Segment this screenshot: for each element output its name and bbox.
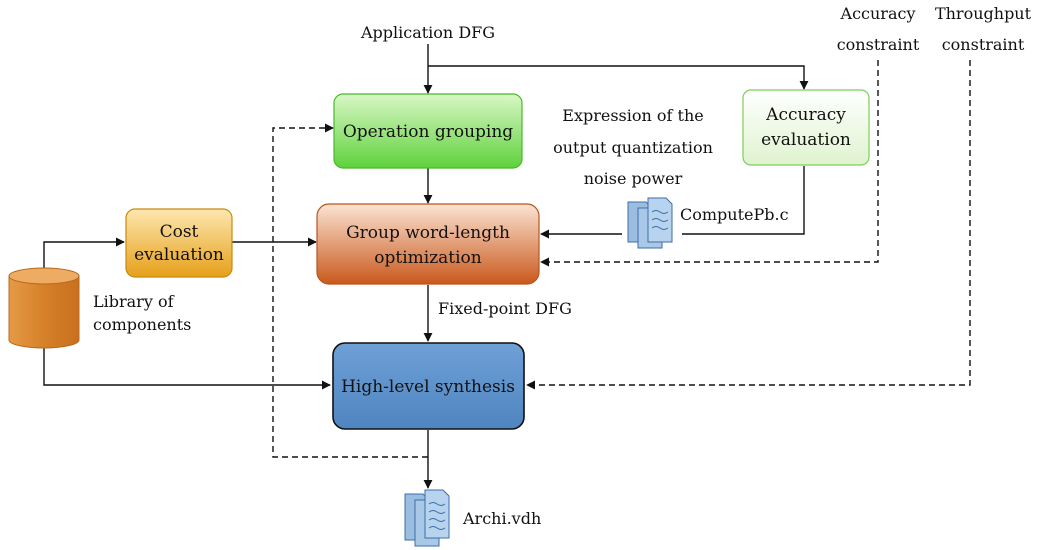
dashed-throughput-constraint-to-hls	[526, 60, 971, 390]
group-wordlength-label-line2: optimization	[374, 248, 482, 268]
accuracy-constraint-label-line2: constraint	[837, 35, 920, 54]
library-label-line2: components	[93, 315, 191, 334]
archi-label: Archi.vdh	[462, 509, 541, 528]
application-dfg-label: Application DFG	[360, 23, 495, 42]
cost-evaluation-box: Cost evaluation	[125, 208, 233, 278]
arrow-appdfg-to-accuracy	[428, 65, 809, 90]
computepb-file-icon	[627, 197, 673, 249]
arrow-library-to-hls	[43, 346, 331, 390]
accuracy-constraint-label-line1: Accuracy	[840, 4, 916, 23]
operation-grouping-label: Operation grouping	[343, 122, 513, 142]
connectors	[43, 44, 809, 489]
high-level-synthesis-label: High-level synthesis	[341, 377, 515, 397]
accuracy-evaluation-label-line1: Accuracy	[765, 105, 846, 125]
dashed-connectors	[272, 60, 971, 458]
noise-expression-label-line2: output quantization	[553, 138, 713, 157]
throughput-constraint-label-line1: Throughput	[935, 4, 1032, 23]
fixed-point-dfg-label: Fixed-point DFG	[438, 299, 572, 318]
line-accuracy-to-computepb	[682, 166, 805, 235]
library-label-line1: Library of	[93, 292, 175, 311]
noise-expression-label-line1: Expression of the	[562, 106, 703, 125]
dashed-feedback-to-opgroup	[272, 123, 428, 458]
library-cylinder-icon	[8, 267, 80, 349]
group-wordlength-label-line1: Group word-length	[346, 223, 510, 243]
high-level-synthesis-box: High-level synthesis	[332, 342, 525, 430]
cost-evaluation-label-line2: evaluation	[134, 245, 224, 265]
arrow-library-to-cost	[43, 237, 125, 270]
cost-evaluation-label-line1: Cost	[160, 222, 199, 242]
archi-file-icon	[404, 489, 450, 547]
accuracy-evaluation-box: Accuracy evaluation	[742, 89, 870, 166]
dashed-accuracy-constraint-to-groupwl	[540, 60, 879, 267]
group-wordlength-optimization-box: Group word-length optimization	[316, 203, 540, 285]
operation-grouping-box: Operation grouping	[333, 93, 523, 169]
accuracy-evaluation-label-line2: evaluation	[761, 130, 851, 150]
noise-expression-label-line3: noise power	[584, 169, 683, 188]
computepb-label: ComputePb.c	[680, 205, 789, 224]
throughput-constraint-label-line2: constraint	[942, 35, 1025, 54]
